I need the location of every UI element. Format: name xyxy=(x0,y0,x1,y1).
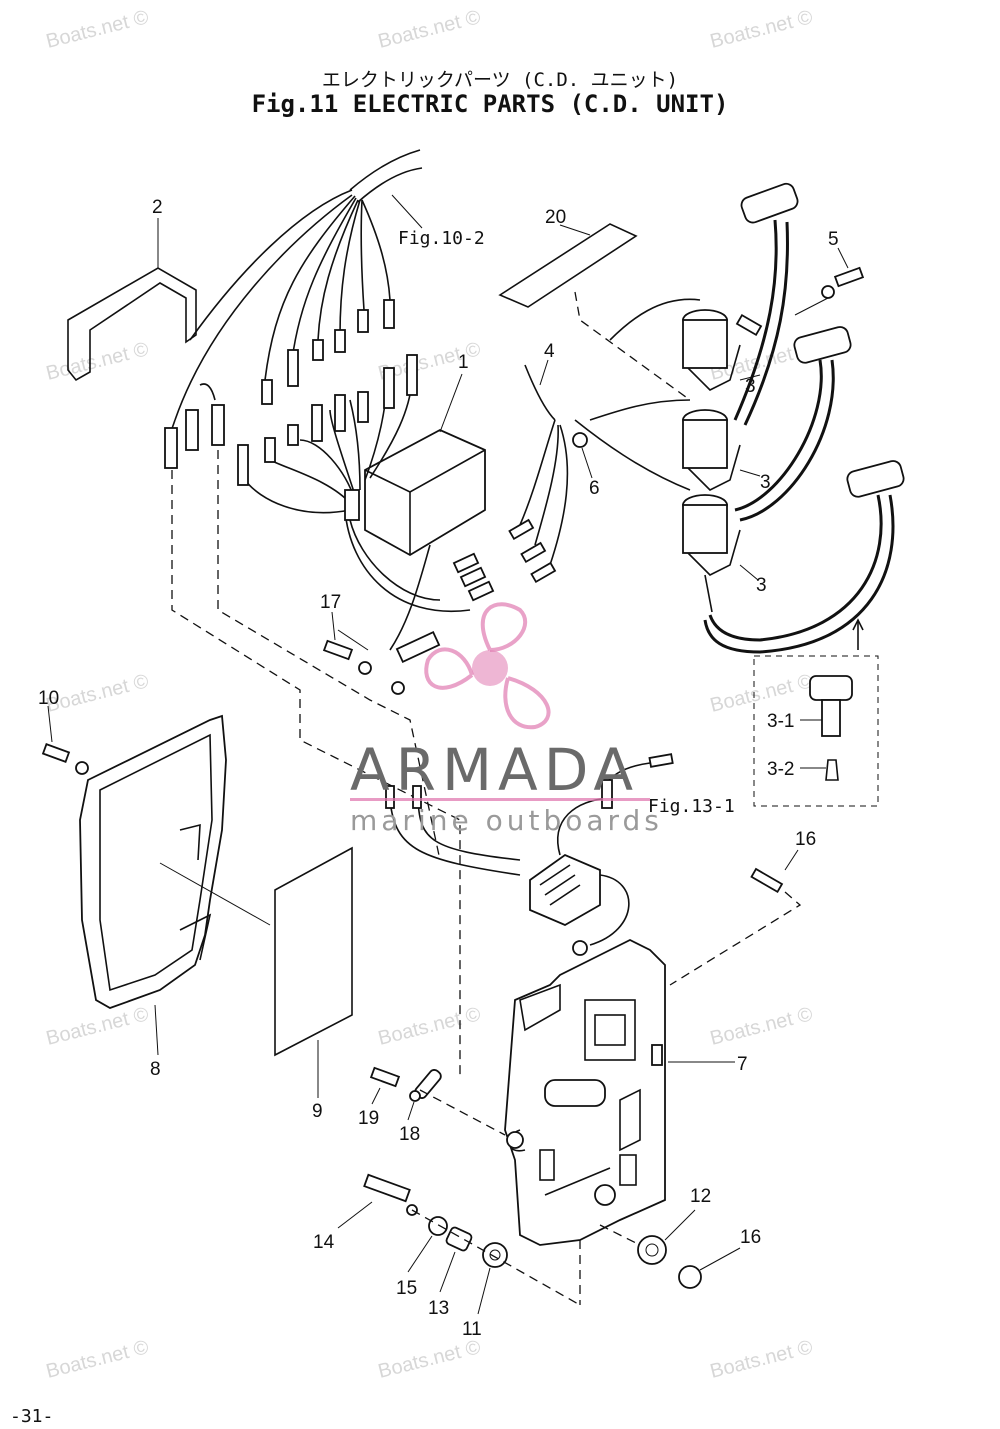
wire-harness xyxy=(164,149,423,469)
callout-13: 13 xyxy=(428,1298,449,1319)
watermark-text: Boats.net © xyxy=(44,338,151,385)
watermark-text: Boats.net © xyxy=(44,670,151,717)
part-1-cd-unit xyxy=(237,354,495,663)
callout-3c: 3 xyxy=(756,575,767,596)
callout-4: 4 xyxy=(544,341,555,362)
rectifier-harness xyxy=(385,753,674,956)
callout-9: 9 xyxy=(312,1101,323,1122)
callout-3-1: 3-1 xyxy=(767,711,794,732)
watermark-text: Boats.net © xyxy=(44,1336,151,1383)
callout-18: 18 xyxy=(399,1124,420,1145)
part-2-bracket xyxy=(67,218,197,382)
watermark-text: Boats.net © xyxy=(376,1336,483,1383)
part-19-bolt xyxy=(369,1066,401,1105)
watermark-text: Boats.net © xyxy=(376,1003,483,1050)
part-3-ignition-coils xyxy=(574,298,763,613)
watermark-text: Boats.net © xyxy=(44,1003,151,1050)
part-5-bolt xyxy=(794,247,865,316)
ref-fig-10-2: Fig.10-2 xyxy=(398,228,485,249)
watermark-text: Boats.net © xyxy=(44,6,151,53)
callout-11: 11 xyxy=(462,1319,482,1340)
bottom-right-fasteners xyxy=(637,1209,741,1289)
callout-7: 7 xyxy=(737,1054,748,1075)
part-18-collar xyxy=(407,1069,506,1136)
callout-1: 1 xyxy=(458,352,469,373)
part-7-base-plate xyxy=(504,938,735,1305)
callout-15: 15 xyxy=(396,1278,417,1299)
part-17-bolt xyxy=(322,611,405,695)
callout-16-upper: 16 xyxy=(795,829,816,850)
callout-20: 20 xyxy=(545,207,566,228)
watermark-text: Boats.net © xyxy=(708,6,815,53)
brand-name: ARMADA xyxy=(350,736,639,804)
part-4-harness xyxy=(508,359,593,584)
callout-6: 6 xyxy=(589,478,600,499)
watermark-text: Boats.net © xyxy=(708,1336,815,1383)
callout-16-lower: 16 xyxy=(740,1227,761,1248)
watermark-text: Boats.net © xyxy=(376,6,483,53)
callout-12: 12 xyxy=(690,1186,711,1207)
callout-19: 19 xyxy=(358,1108,379,1129)
armada-logo: ARMADA marine outboards xyxy=(350,602,663,837)
spark-plug-leads xyxy=(703,182,905,654)
part-8-cover xyxy=(79,714,271,1056)
part-10-screw xyxy=(41,705,89,775)
brand-tagline: marine outboards xyxy=(350,804,663,837)
title-japanese: エレクトリックパーツ (C.D. ユニット) xyxy=(322,69,678,91)
ref-fig-13-1: Fig.13-1 xyxy=(648,796,735,817)
callout-5: 5 xyxy=(828,229,839,250)
title-english: Fig.11 ELECTRIC PARTS (C.D. UNIT) xyxy=(252,90,729,118)
bottom-left-fasteners xyxy=(337,1173,581,1315)
callout-3a: 3 xyxy=(745,376,756,397)
callout-14: 14 xyxy=(313,1232,335,1253)
callout-3-2: 3-2 xyxy=(767,759,794,780)
watermark-text: Boats.net © xyxy=(708,670,815,717)
callout-10: 10 xyxy=(38,688,59,709)
page-number: -31- xyxy=(10,1406,53,1427)
callout-8: 8 xyxy=(150,1059,161,1080)
part-9-sheet xyxy=(274,846,353,1098)
part-16-pin-upper xyxy=(669,849,802,986)
callout-3b: 3 xyxy=(760,472,771,493)
callout-2: 2 xyxy=(152,197,163,218)
spark-cap-inset xyxy=(753,618,879,807)
part-20-label xyxy=(498,223,691,401)
callout-17: 17 xyxy=(320,592,341,613)
watermark-text: Boats.net © xyxy=(708,1003,815,1050)
